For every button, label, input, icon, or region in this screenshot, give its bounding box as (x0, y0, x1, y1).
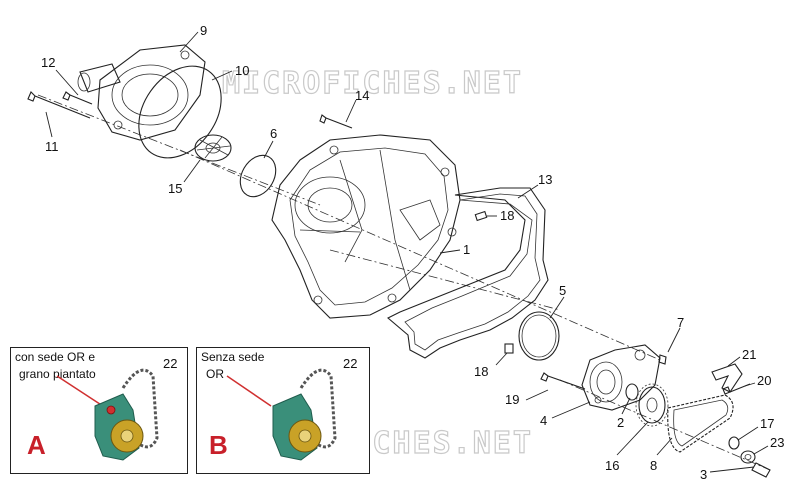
inset-a-letter: A (27, 430, 46, 460)
callout-23: 23 (770, 435, 784, 450)
callout-16: 16 (605, 458, 619, 473)
washer-23-hole (744, 454, 752, 460)
callout-1: 1 (463, 242, 470, 257)
bolt-3 (751, 462, 771, 478)
bolt-14 (319, 114, 353, 129)
pump-chain (121, 368, 159, 449)
inset-a-number: 22 (163, 356, 178, 371)
chain-guide (711, 363, 743, 393)
callout-4: 4 (540, 413, 547, 428)
oil-pump-variant-b (226, 368, 337, 461)
o-ring-small (239, 154, 277, 198)
dowel-pin (504, 343, 514, 354)
callout-12: 12 (41, 55, 55, 70)
washer-23 (740, 450, 756, 464)
inset-b-letter: B (209, 430, 228, 460)
callout-18b: 18 (474, 364, 488, 379)
callout-8: 8 (650, 458, 657, 473)
assembly-axis (179, 149, 661, 361)
sprocket (635, 383, 669, 427)
callout-19: 19 (505, 392, 519, 407)
callout-6: 6 (270, 126, 277, 141)
callout-14: 14 (355, 88, 369, 103)
watermark-top: MICROFICHES.NET (222, 66, 523, 101)
pump-gear-hub (120, 429, 134, 443)
pump-chain (299, 368, 337, 449)
gasket-inner-edge (404, 193, 541, 351)
callout-3: 3 (700, 467, 707, 482)
pump-seat (106, 405, 116, 415)
assembly-axis (559, 379, 771, 471)
inset-b-caption-line1: Senza sede (201, 350, 265, 364)
callout-7: 7 (677, 315, 684, 330)
o-ring-oil-pump-inner (521, 314, 557, 358)
oil-pump (581, 344, 661, 411)
callout-10: 10 (235, 63, 249, 78)
inset-b-caption-line2: OR (206, 367, 224, 381)
callout-5: 5 (559, 283, 566, 298)
engine-side-cover (271, 134, 461, 319)
o-ring-oil-pump (518, 311, 560, 361)
gasket (387, 187, 549, 359)
bolt-19 (540, 372, 586, 390)
callout-20: 20 (757, 373, 771, 388)
dowel-pin (474, 210, 488, 222)
callout-17: 17 (760, 416, 774, 431)
inset-b-number: 22 (343, 356, 358, 371)
callout-18a: 18 (500, 208, 514, 223)
bolt-11 (27, 91, 91, 119)
inset-a-caption-line2: grano piantato (19, 367, 96, 381)
inset-a-caption-line1: con sede OR e (15, 350, 96, 364)
chain (667, 394, 734, 453)
impeller (194, 134, 232, 162)
washer-17 (728, 436, 740, 450)
o-ring-large (138, 65, 222, 159)
inset-variant-b: Senza sede OR 22 B (196, 347, 370, 474)
assembly-axis (329, 249, 561, 311)
callout-21: 21 (742, 347, 756, 362)
callout-11: 11 (45, 139, 59, 154)
bolt-12 (62, 91, 93, 105)
callout-2: 2 (617, 415, 624, 430)
water-pump-cover (77, 44, 206, 141)
callout-13: 13 (538, 172, 552, 187)
oil-pump-variant-a (56, 368, 159, 461)
callout-15: 15 (168, 181, 182, 196)
pointer-line (226, 375, 272, 407)
plug-7 (658, 354, 667, 365)
pump-gear-hub (298, 429, 312, 443)
leader-lines (45, 31, 769, 473)
inset-variant-a: con sede OR e grano piantato 22 A (10, 347, 188, 474)
callout-9: 9 (200, 23, 207, 38)
washer-2 (625, 383, 639, 401)
